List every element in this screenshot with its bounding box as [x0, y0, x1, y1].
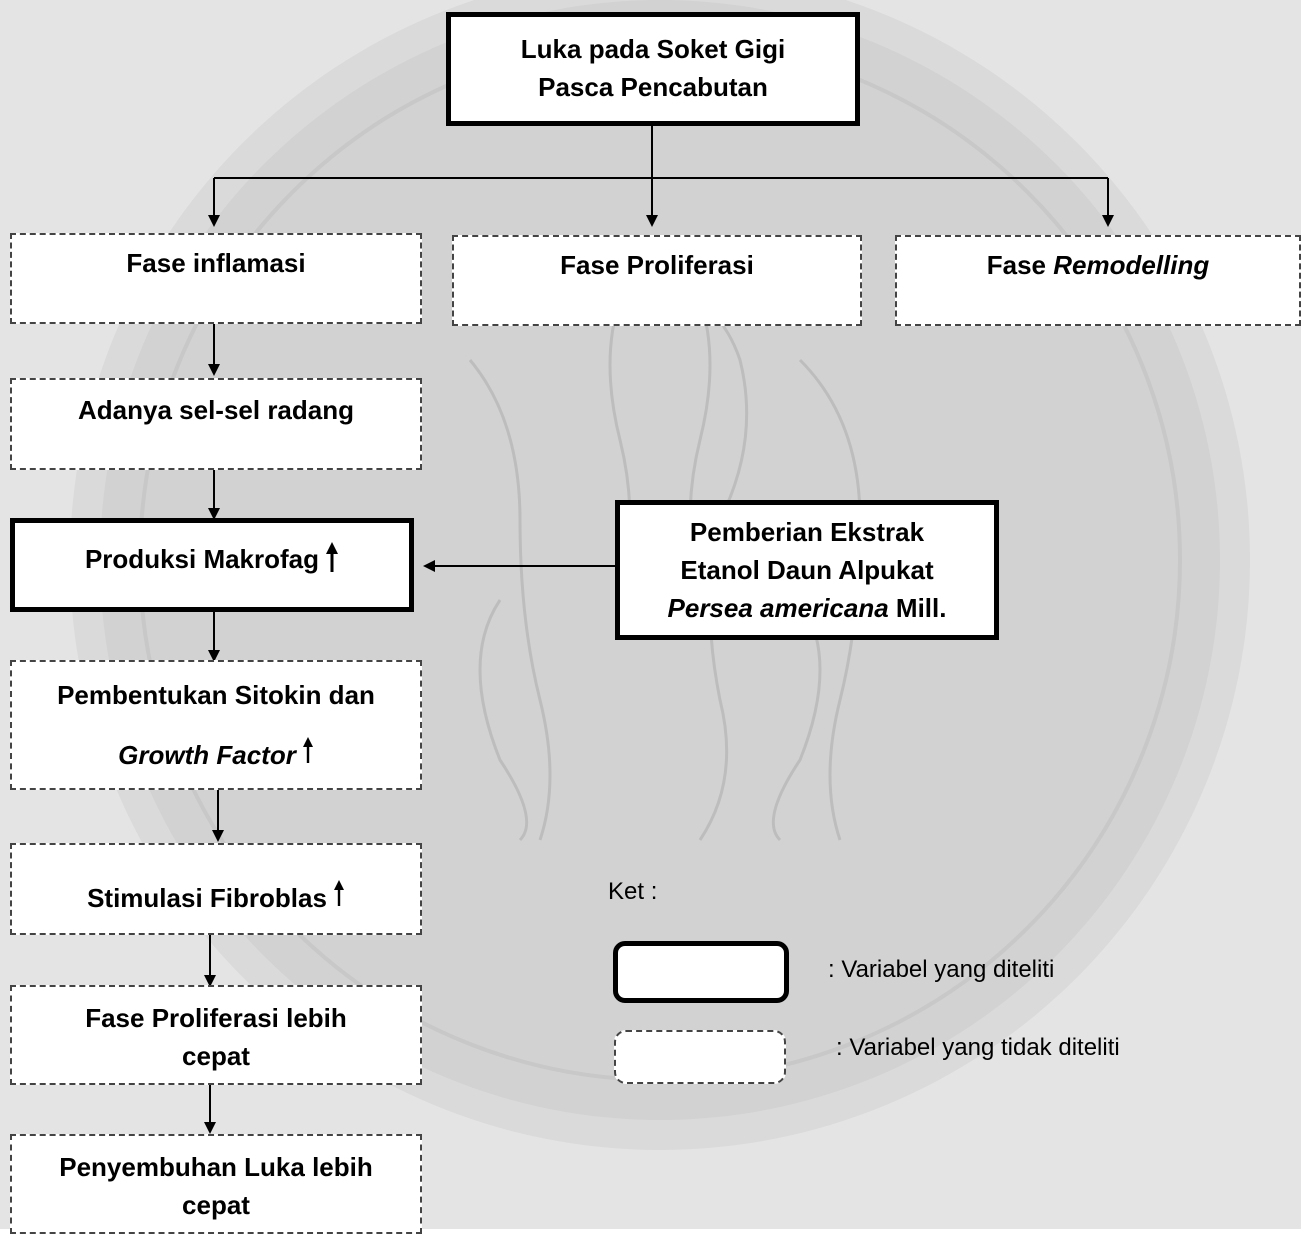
node-pembentukan-sitokin-line1: Pembentukan Sitokin dan	[57, 680, 375, 710]
node-fase-proliferasi-cepat-line2: cepat	[182, 1041, 250, 1071]
node-pembentukan-sitokin: Pembentukan Sitokin dan Growth Factor	[10, 660, 422, 790]
legend-title: Ket :	[608, 878, 658, 905]
node-root: Luka pada Soket Gigi Pasca Pencabutan	[446, 12, 860, 126]
node-fase-remodelling-prefix: Fase	[986, 250, 1046, 280]
legend-researched-label: : Variabel yang diteliti	[828, 956, 1055, 983]
node-pemberian-ekstrak: Pemberian Ekstrak Etanol Daun Alpukat Pe…	[615, 500, 999, 640]
node-fase-remodelling-italic: Remodelling	[1053, 250, 1210, 280]
up-arrow-icon	[302, 736, 314, 764]
species-name: Persea americana	[667, 593, 889, 623]
node-penyembuhan-luka-line1: Penyembuhan Luka lebih	[59, 1152, 373, 1182]
node-pemberian-ekstrak-line2: Etanol Daun Alpukat	[680, 555, 934, 585]
species-author: Mill.	[895, 593, 947, 623]
node-penyembuhan-luka-line2: cepat	[182, 1190, 250, 1220]
node-root-line2: Pasca Pencabutan	[538, 72, 768, 102]
node-produksi-makrofag: Produksi Makrofag	[10, 518, 414, 612]
legend-swatch-not-researched	[614, 1030, 786, 1084]
node-fase-proliferasi: Fase Proliferasi	[452, 235, 862, 326]
node-sel-radang-label: Adanya sel-sel radang	[78, 395, 354, 425]
node-stimulasi-fibroblas-label: Stimulasi Fibroblas	[87, 883, 327, 913]
legend-swatch-researched	[613, 941, 789, 1003]
node-penyembuhan-luka: Penyembuhan Luka lebih cepat	[10, 1134, 422, 1234]
up-arrow-icon	[325, 540, 339, 574]
node-fase-proliferasi-cepat-line1: Fase Proliferasi lebih	[85, 1003, 347, 1033]
legend-not-researched-label: : Variabel yang tidak diteliti	[836, 1034, 1120, 1061]
node-stimulasi-fibroblas: Stimulasi Fibroblas	[10, 843, 422, 935]
node-pemberian-ekstrak-line1: Pemberian Ekstrak	[689, 517, 925, 547]
node-fase-proliferasi-cepat: Fase Proliferasi lebih cepat	[10, 985, 422, 1085]
up-arrow-icon	[333, 879, 345, 907]
node-produksi-makrofag-label: Produksi Makrofag	[84, 544, 320, 574]
node-fase-inflamasi: Fase inflamasi	[10, 233, 422, 324]
growth-factor-label: Growth Factor	[118, 740, 296, 770]
node-fase-inflamasi-label: Fase inflamasi	[126, 248, 306, 278]
node-sel-radang: Adanya sel-sel radang	[10, 378, 422, 470]
node-fase-proliferasi-label: Fase Proliferasi	[560, 250, 754, 280]
node-pemberian-ekstrak-line3: Persea americana Mill.	[620, 589, 994, 627]
node-fase-remodelling: Fase Remodelling	[895, 235, 1301, 326]
node-pembentukan-sitokin-line2: Growth Factor	[12, 736, 420, 774]
node-root-line1: Luka pada Soket Gigi	[520, 34, 786, 64]
